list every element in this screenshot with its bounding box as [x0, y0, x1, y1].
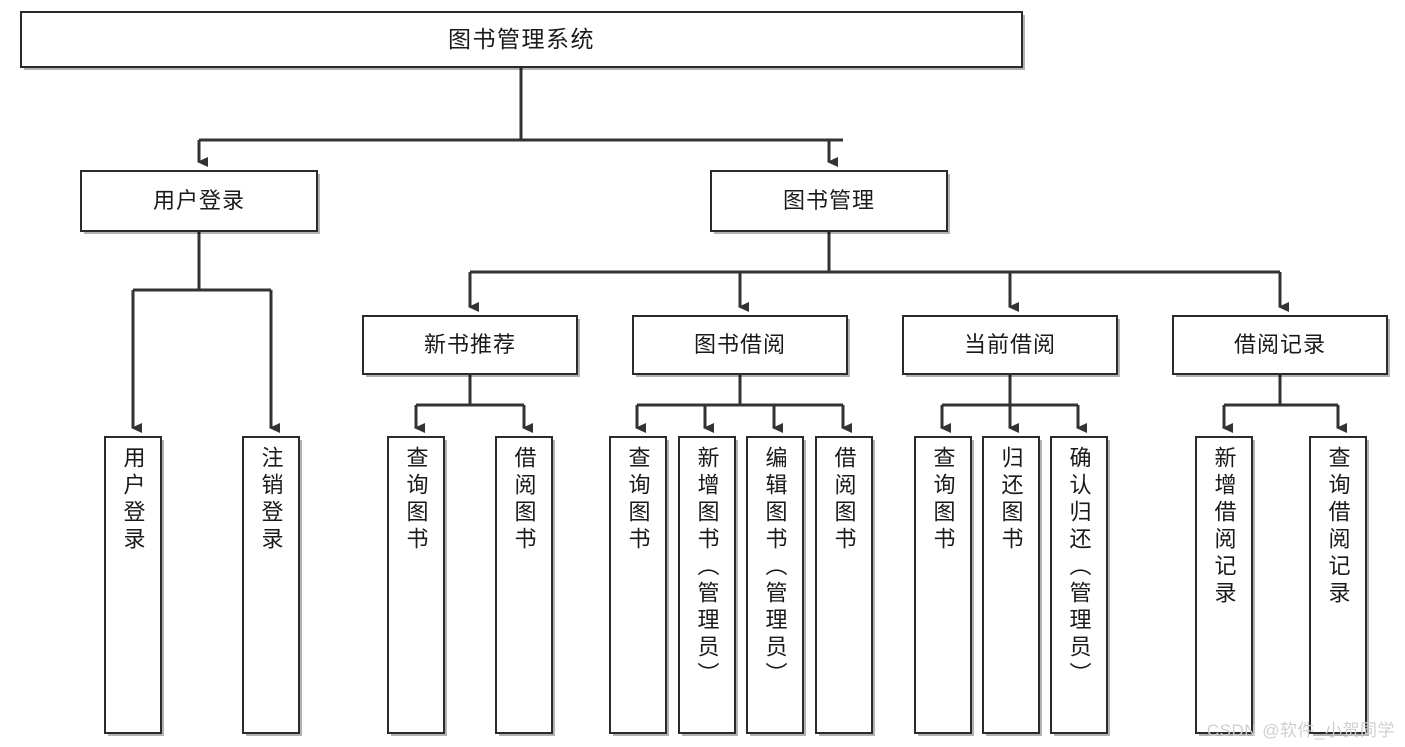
node-label: 编辑图书（管理员）: [762, 446, 788, 689]
leaf-borrow-book-recommend[interactable]: 借阅图书: [495, 436, 553, 734]
leaf-confirm-return-admin[interactable]: 确认归还（管理员）: [1050, 436, 1108, 734]
node-borrow-record[interactable]: 借阅记录: [1172, 315, 1388, 375]
node-new-book-recommend[interactable]: 新书推荐: [362, 315, 578, 375]
leaf-user-login[interactable]: 用户登录: [104, 436, 162, 734]
leaf-query-book-borrow[interactable]: 查询图书: [609, 436, 667, 734]
node-label: 查询图书: [625, 446, 651, 554]
node-label: 新书推荐: [423, 332, 516, 358]
leaf-borrow-book[interactable]: 借阅图书: [815, 436, 873, 734]
node-label: 借阅记录: [1233, 332, 1326, 358]
node-label: 查询借阅记录: [1325, 446, 1351, 608]
node-label: 新增图书（管理员）: [694, 446, 720, 689]
node-book-management[interactable]: 图书管理: [710, 170, 948, 232]
leaf-return-book[interactable]: 归还图书: [982, 436, 1040, 734]
leaf-edit-book-admin[interactable]: 编辑图书（管理员）: [746, 436, 804, 734]
leaf-query-book-current[interactable]: 查询图书: [914, 436, 972, 734]
leaf-query-borrow-record[interactable]: 查询借阅记录: [1309, 436, 1367, 734]
leaf-query-book-recommend[interactable]: 查询图书: [387, 436, 445, 734]
node-user-login[interactable]: 用户登录: [80, 170, 318, 232]
node-label: 当前借阅: [963, 332, 1056, 358]
node-book-borrow[interactable]: 图书借阅: [632, 315, 848, 375]
node-label: 图书借阅: [693, 332, 786, 358]
node-label: 查询图书: [930, 446, 956, 554]
node-label: 图书管理: [782, 188, 875, 214]
node-label: 确认归还（管理员）: [1066, 446, 1092, 689]
node-label: 新增借阅记录: [1211, 446, 1237, 608]
leaf-add-book-admin[interactable]: 新增图书（管理员）: [678, 436, 736, 734]
node-root[interactable]: 图书管理系统: [20, 11, 1023, 68]
node-label: 归还图书: [998, 446, 1024, 554]
node-label: 图书管理系统: [448, 26, 595, 53]
node-label: 注销登录: [258, 446, 284, 554]
node-current-borrow[interactable]: 当前借阅: [902, 315, 1118, 375]
leaf-add-borrow-record[interactable]: 新增借阅记录: [1195, 436, 1253, 734]
node-label: 借阅图书: [831, 446, 857, 554]
leaf-logout-login[interactable]: 注销登录: [242, 436, 300, 734]
node-label: 用户登录: [120, 446, 146, 554]
node-label: 借阅图书: [511, 446, 537, 554]
node-label: 用户登录: [152, 188, 245, 214]
node-label: 查询图书: [403, 446, 429, 554]
